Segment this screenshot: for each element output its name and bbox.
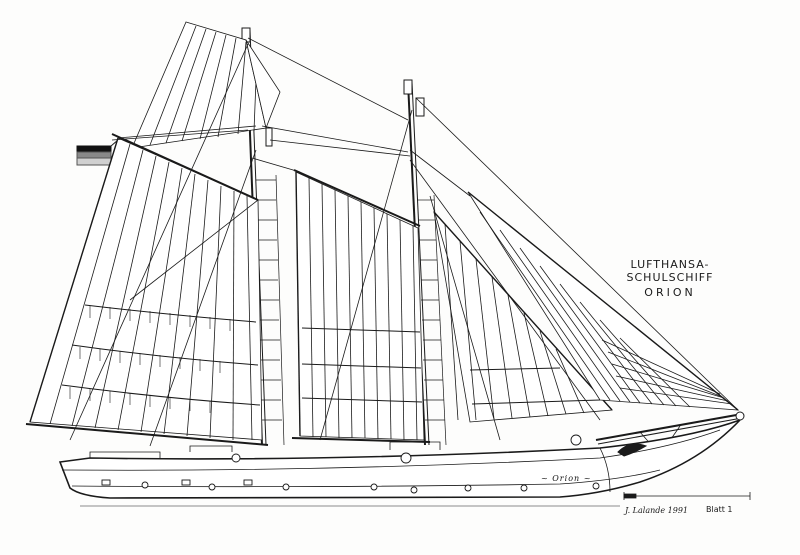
flag-icon — [76, 139, 119, 166]
scale-bar-icon — [623, 492, 751, 500]
jib-sail — [467, 191, 740, 411]
rigging-lines — [69, 37, 739, 447]
signature: J. Lalande 1991 — [625, 506, 688, 515]
main-topsail — [131, 21, 281, 149]
fore-staysail — [433, 210, 613, 423]
hull — [58, 419, 741, 499]
main-sail — [25, 133, 269, 446]
drawing-title-block: LUFTHANSA-SCHULSCHIFF ORION — [590, 258, 750, 299]
fore-sail — [291, 169, 431, 443]
sheet-label: Blatt 1 — [706, 505, 733, 514]
ship-name-title: ORION — [644, 286, 696, 299]
hull-name-lettering: ~ Orion ~ — [541, 474, 592, 483]
drawing-title: LUFTHANSA-SCHULSCHIFF — [626, 258, 714, 284]
